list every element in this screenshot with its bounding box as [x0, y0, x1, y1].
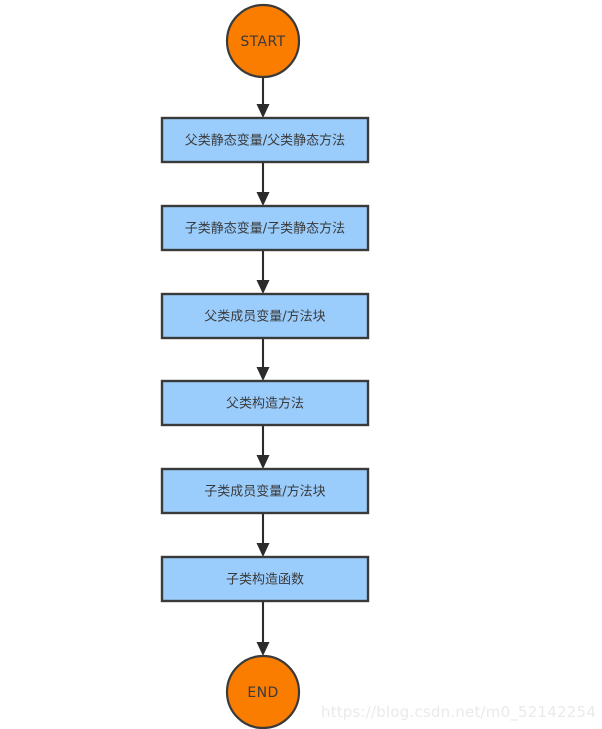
step-5-rect — [160, 467, 370, 515]
step-6-label: 子类构造函数 — [226, 573, 304, 588]
start-circle — [225, 3, 301, 79]
step-2-rect — [160, 204, 370, 252]
connector-step3-to-step4 — [256, 338, 270, 381]
step-3-rect — [160, 292, 370, 340]
start-label: START — [240, 34, 285, 50]
connector-step5-to-step6 — [256, 513, 270, 557]
connector-start-to-step1 — [256, 77, 270, 118]
connector-step4-to-step5 — [256, 425, 270, 469]
node-step-3[interactable]: 父类成员变量/方法块 — [160, 292, 370, 340]
end-label: END — [247, 685, 278, 701]
step-6-rect — [160, 555, 370, 603]
connector-step6-to-end — [256, 601, 270, 656]
node-step-2[interactable]: 子类静态变量/子类静态方法 — [160, 204, 370, 252]
step-3-label: 父类成员变量/方法块 — [204, 309, 325, 325]
step-2-label: 子类静态变量/子类静态方法 — [185, 221, 345, 237]
end-circle — [225, 654, 301, 729]
connector-step1-to-step2 — [256, 162, 270, 206]
node-step-4[interactable]: 父类构造方法 — [160, 379, 370, 427]
step-5-label: 子类成员变量/方法块 — [204, 484, 325, 500]
step-4-rect — [160, 379, 370, 427]
connector-step2-to-step3 — [256, 250, 270, 294]
watermark: https://blog.csdn.net/m0_52142254 — [320, 703, 596, 721]
node-step-5[interactable]: 子类成员变量/方法块 — [160, 467, 370, 515]
node-step-1[interactable]: 父类静态变量/父类静态方法 — [160, 116, 370, 164]
step-4-label: 父类构造方法 — [226, 396, 304, 412]
node-start[interactable]: START — [225, 3, 301, 79]
node-end[interactable]: END — [225, 654, 301, 729]
step-1-label: 父类静态变量/父类静态方法 — [185, 133, 345, 149]
step-1-rect — [160, 116, 370, 164]
node-step-6[interactable]: 子类构造函数 — [160, 555, 370, 603]
